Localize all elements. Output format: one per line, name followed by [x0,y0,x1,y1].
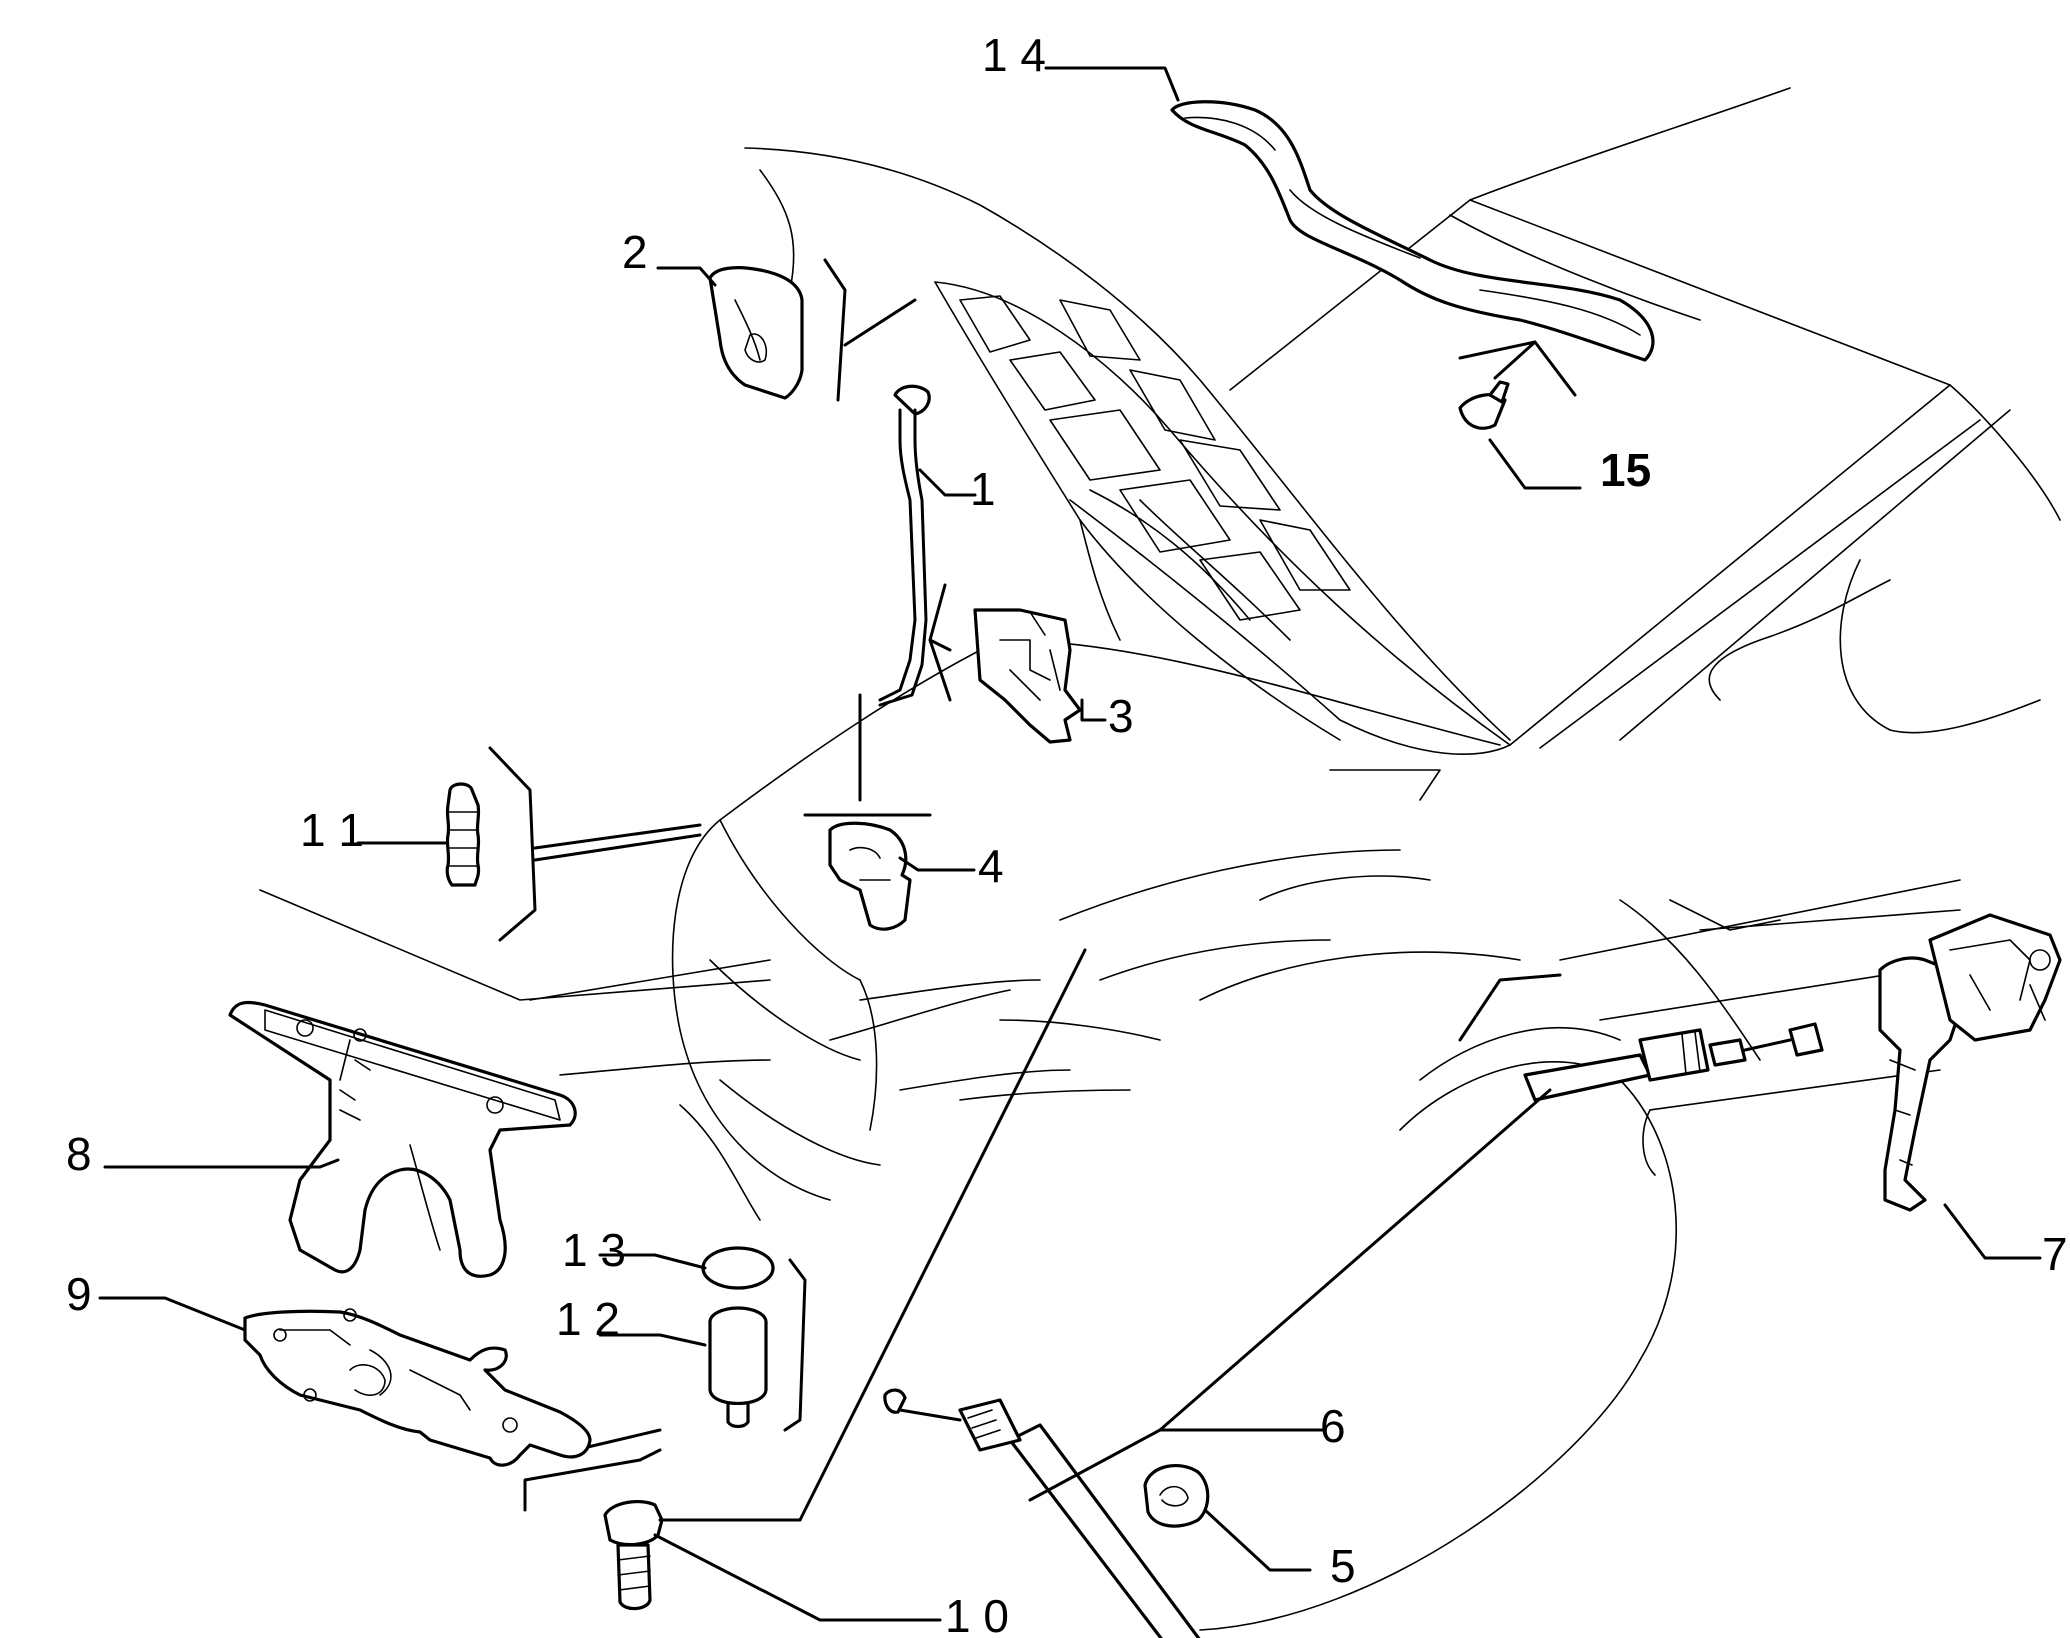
callout-2: 2 [622,226,648,278]
part-5-grommet [1143,1463,1210,1528]
part-2-bumper-block [708,266,804,400]
callout-1: 1 [970,463,996,515]
callout-13: 1 3 [562,1224,626,1276]
callout-3: 3 [1108,690,1134,742]
callout-14: 1 4 [982,29,1046,81]
part-4-latch-clip [828,821,912,931]
part-7-release-handle [1878,913,2062,1212]
callout-4: 4 [978,840,1004,892]
callout-7: 7 [2042,1228,2068,1280]
callout-9: 9 [66,1268,92,1320]
callout-8: 8 [66,1128,92,1180]
callout-6: 6 [1320,1400,1346,1452]
part-8-latch-bracket [228,1000,577,1278]
callout-labels: 1 2 3 4 5 6 7 8 9 1 0 1 1 1 2 1 3 1 4 15 [66,29,2068,1638]
callout-11: 1 1 [300,804,364,856]
car-body-outline [259,87,2061,1631]
part-12-buffer [708,1306,768,1429]
part-14-hood-seal [1170,100,1655,362]
callout-15: 15 [1600,444,1651,496]
part-11-rubber-buffer [445,782,481,887]
callout-10: 1 0 [945,1590,1009,1638]
callout-12: 1 2 [556,1293,620,1345]
part-10-bolt [603,1500,664,1611]
assembly-brackets [488,258,1577,1512]
part-6-release-cable [883,1022,1824,1638]
leader-lines [98,66,2042,1622]
part-13-cap [701,1246,775,1290]
part-1-prop-rod [878,384,931,707]
part-15-push-clip [1458,380,1510,430]
part-9-latch-plate [243,1308,592,1467]
callout-5: 5 [1330,1540,1356,1592]
part-3-lock-striker [973,608,1082,744]
